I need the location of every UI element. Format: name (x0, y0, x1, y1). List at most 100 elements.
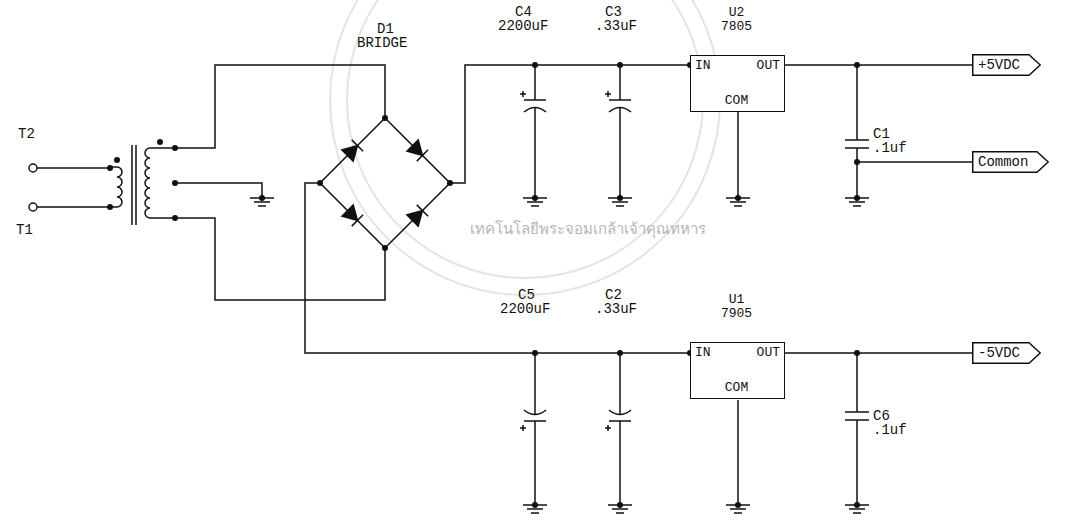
part-value: .33uF (595, 19, 637, 33)
schematic-line (175, 65, 385, 148)
schematic-line (605, 91, 611, 97)
part-value: 2200uF (498, 19, 548, 33)
schematic-line (857, 161, 972, 163)
schematic-line (523, 197, 547, 199)
pin-name: COM (725, 94, 748, 108)
schematic-line (352, 215, 363, 226)
schematic-line (608, 197, 632, 199)
flag-shape (973, 343, 1041, 364)
junction-dot (114, 157, 120, 163)
schematic-line (520, 425, 526, 431)
net-label: +5VDC (972, 54, 1020, 76)
schematic-line (608, 504, 632, 506)
schematic-line (527, 201, 543, 203)
flag-shape (973, 55, 1041, 76)
schematic-line (609, 410, 631, 415)
schematic-line (29, 203, 37, 211)
schematic-line (726, 197, 750, 199)
schematic-line (175, 218, 385, 300)
schematic-line (730, 508, 746, 510)
part-value: .1uf (873, 141, 907, 155)
part-value: .1uf (873, 423, 907, 437)
schematic-line (734, 205, 742, 207)
schematic-line (531, 512, 539, 514)
part-name: BRIDGE (357, 36, 407, 50)
schematic-line (619, 421, 621, 505)
wire (785, 352, 972, 354)
junction-dot (157, 139, 163, 145)
schematic-line (534, 421, 536, 505)
schematic-line (110, 167, 122, 207)
schematic-line (145, 148, 175, 218)
part-number: U2 (729, 6, 745, 20)
schematic-line (347, 0, 703, 278)
schematic-line (407, 211, 423, 227)
schematic-line (616, 205, 624, 207)
part-number: C2 (605, 288, 622, 302)
schematic-line (845, 411, 869, 413)
junction-dot (447, 180, 453, 186)
schematic-line (534, 353, 536, 414)
pin-name: IN (695, 59, 711, 73)
schematic-line (845, 419, 869, 421)
watermark-seal (330, 0, 720, 295)
part-number: C3 (605, 5, 622, 19)
schematic-line (737, 400, 739, 505)
schematic-line (737, 112, 739, 198)
schematic-line (37, 206, 110, 208)
schematic-line (849, 201, 865, 203)
schematic-line (29, 164, 37, 211)
schematic-line (730, 201, 746, 203)
part-value: 7905 (721, 307, 752, 321)
schematic-line (305, 183, 690, 353)
schematic-line (523, 504, 547, 506)
schematic-line (520, 91, 526, 97)
schematic-line (352, 140, 363, 151)
schematic-line (726, 504, 750, 506)
junction-dot (532, 62, 538, 68)
part-number: D1 (377, 22, 394, 36)
schematic-line (534, 108, 536, 198)
junction-dot (854, 159, 860, 165)
junction-dot (617, 62, 623, 68)
schematic-line (29, 164, 37, 172)
schematic-line (531, 205, 539, 207)
schematic-line (135, 145, 137, 225)
schematic-line (619, 65, 621, 100)
schematic-line (856, 353, 858, 412)
schematic-line (417, 205, 428, 216)
net-flag: Common (972, 151, 1049, 173)
schematic-line (856, 420, 858, 505)
schematic-line (107, 62, 869, 513)
part-number: C1 (873, 127, 890, 141)
junction-dot (532, 350, 538, 356)
schematic-line (342, 205, 358, 221)
flag-shape (973, 152, 1049, 173)
junction-dot (382, 115, 388, 121)
junction-dot (317, 180, 323, 186)
terminal-name: T1 (16, 223, 33, 237)
pin-name: OUT (757, 346, 780, 360)
regulator-box: U27805INOUTCOM (690, 55, 785, 112)
schematic-line (849, 508, 865, 510)
part-value: .33uF (595, 302, 637, 316)
schematic-line (605, 425, 611, 431)
schematic-line (254, 201, 270, 203)
part-value: 7805 (721, 20, 752, 34)
part-number: U1 (729, 293, 745, 307)
junction-dot (382, 245, 388, 251)
schematic-line (320, 118, 450, 248)
schematic-line (450, 65, 690, 183)
schematic-line (853, 205, 861, 207)
watermark: เทคโนโลยีพระจอมเกล้าเจ้าคุณทหาร (470, 222, 706, 236)
regulator-box: U17905INOUTCOM (690, 342, 785, 399)
schematic-line (330, 0, 720, 295)
schematic-line (856, 148, 858, 198)
schematic-line (845, 504, 869, 506)
pin-name: COM (725, 381, 748, 395)
schematic-line (609, 99, 631, 101)
schematic-line (250, 197, 274, 199)
schematic-line (734, 512, 742, 514)
schematic-line (407, 140, 423, 156)
